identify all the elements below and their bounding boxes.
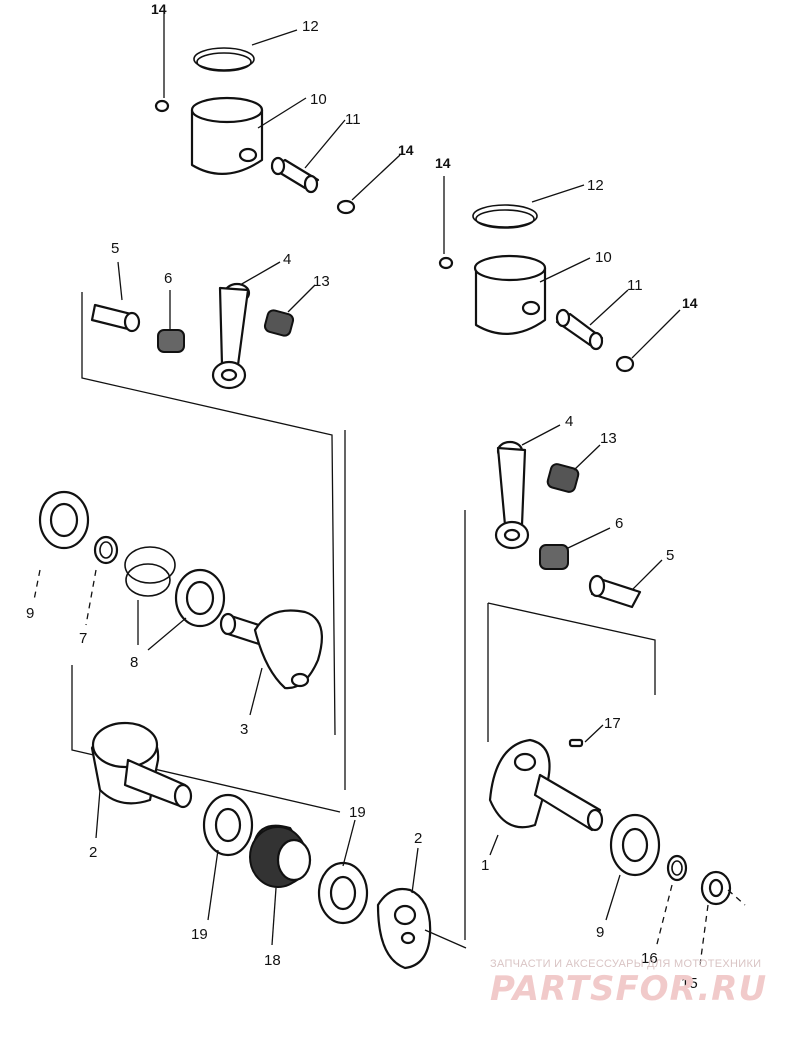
connecting-rod-assembly-left — [90, 282, 295, 390]
crankshaft-assembly-left — [38, 490, 323, 809]
watermark: ЗАПЧАСТИ И АКСЕССУАРЫ ДЛЯ МОТОТЕХНИКИ PA… — [490, 958, 767, 1009]
piston-ring — [472, 204, 538, 228]
connecting-rod — [218, 286, 250, 367]
crankshaft-assembly-center — [202, 793, 432, 970]
callout-labels: 14 12 10 11 14 14 12 10 11 14 5 6 4 13 4… — [26, 1, 698, 992]
callout-2: 2 — [89, 844, 97, 861]
seal-ring — [666, 854, 688, 882]
piston-assembly-upper-left — [154, 47, 356, 215]
callout-6: 6 — [164, 270, 172, 287]
callout-1: 1 — [481, 857, 489, 874]
seal-ring — [93, 535, 119, 565]
callout-9: 9 — [26, 605, 34, 622]
watermark-tagline: ЗАПЧАСТИ И АКСЕССУАРЫ ДЛЯ МОТОТЕХНИКИ — [490, 958, 761, 970]
callout-2: 2 — [414, 830, 422, 847]
callout-19: 19 — [191, 926, 208, 943]
needle-bearing — [539, 544, 569, 570]
leader-lines — [33, 14, 746, 966]
crankshaft-assembly-right — [488, 738, 732, 906]
callout-19: 19 — [349, 804, 366, 821]
callout-11: 11 — [345, 111, 361, 128]
pin-clip — [615, 355, 635, 373]
crank-web — [376, 887, 432, 970]
callout-7: 7 — [79, 630, 87, 647]
pin-clip — [336, 199, 356, 215]
callout-13: 13 — [313, 273, 330, 290]
callout-5: 5 — [666, 547, 674, 564]
callout-13: 13 — [600, 430, 617, 447]
callout-14: 14 — [435, 155, 451, 171]
woodruff-key — [568, 738, 584, 748]
callout-10: 10 — [595, 249, 612, 266]
callout-4: 4 — [565, 413, 573, 430]
crank-web — [253, 609, 323, 690]
callout-11: 11 — [627, 277, 643, 294]
callout-4: 4 — [283, 251, 291, 268]
piston-assembly-right — [438, 204, 635, 373]
connecting-rod — [496, 446, 527, 527]
callout-14: 14 — [398, 142, 414, 158]
connecting-rod-assembly-right — [494, 440, 642, 609]
callout-10: 10 — [310, 91, 327, 108]
callout-3: 3 — [240, 721, 248, 738]
callout-18: 18 — [264, 952, 281, 969]
needle-bearing — [157, 329, 185, 353]
callout-14: 14 — [682, 295, 698, 311]
callout-12: 12 — [587, 177, 604, 194]
callout-12: 12 — [302, 18, 319, 35]
assembly-boundary-lines — [71, 292, 656, 940]
piston — [474, 266, 547, 335]
callout-8: 8 — [130, 654, 138, 671]
callout-16: 16 — [641, 950, 658, 967]
snap-ring — [124, 546, 176, 584]
small-end-bearing — [546, 463, 580, 493]
small-end-bearing — [263, 309, 295, 337]
piston-ring — [193, 47, 255, 71]
pin-clip — [154, 99, 170, 113]
snap-ring — [125, 563, 171, 597]
callout-6: 6 — [615, 515, 623, 532]
callout-5: 5 — [111, 240, 119, 257]
callout-17: 17 — [604, 715, 621, 732]
pin-clip — [438, 256, 454, 270]
callout-9: 9 — [596, 924, 604, 941]
callout-15: 15 — [681, 975, 698, 992]
callout-14: 14 — [151, 1, 167, 17]
watermark-logo: PARTSFOR.RU — [490, 969, 767, 1009]
